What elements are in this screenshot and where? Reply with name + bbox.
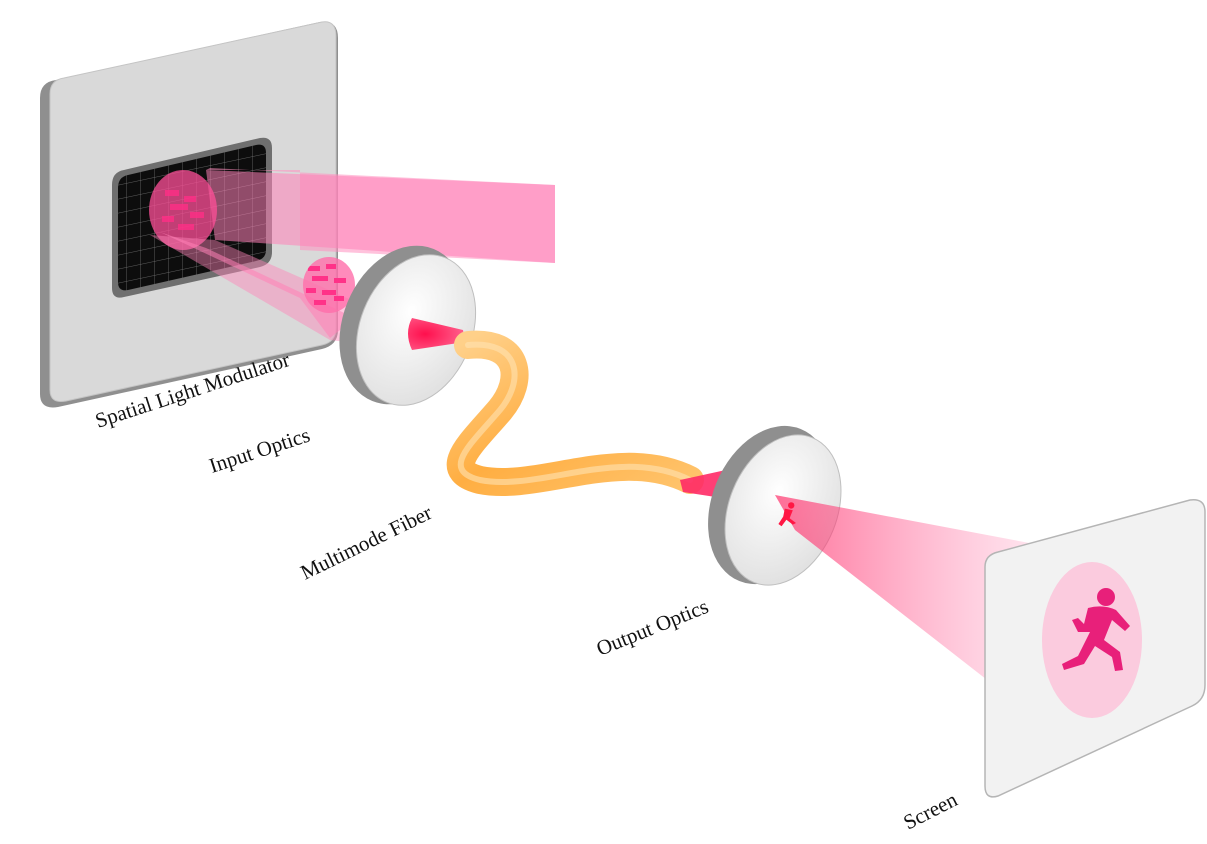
- label-input-optics: Input Optics: [206, 423, 313, 478]
- label-screen: Screen: [899, 787, 961, 835]
- multimode-fiber-highlight: [457, 341, 693, 486]
- label-output-optics: Output Optics: [593, 594, 712, 661]
- speckle-disk-pattern: [306, 264, 346, 305]
- running-person-icon: [778, 502, 796, 527]
- reflected-beam: [160, 232, 355, 338]
- speckle-pattern-icon: [162, 190, 204, 230]
- output-beam-cone: [775, 495, 1040, 690]
- screen: [984, 499, 1206, 798]
- input-focus-cone: [408, 318, 465, 350]
- label-multimode-fiber: Multimode Fiber: [297, 500, 436, 584]
- incident-beam-body: [206, 170, 555, 263]
- input-optics-lens: [339, 245, 477, 406]
- output-optics-lens: [708, 425, 842, 586]
- running-person-icon: [1062, 588, 1130, 671]
